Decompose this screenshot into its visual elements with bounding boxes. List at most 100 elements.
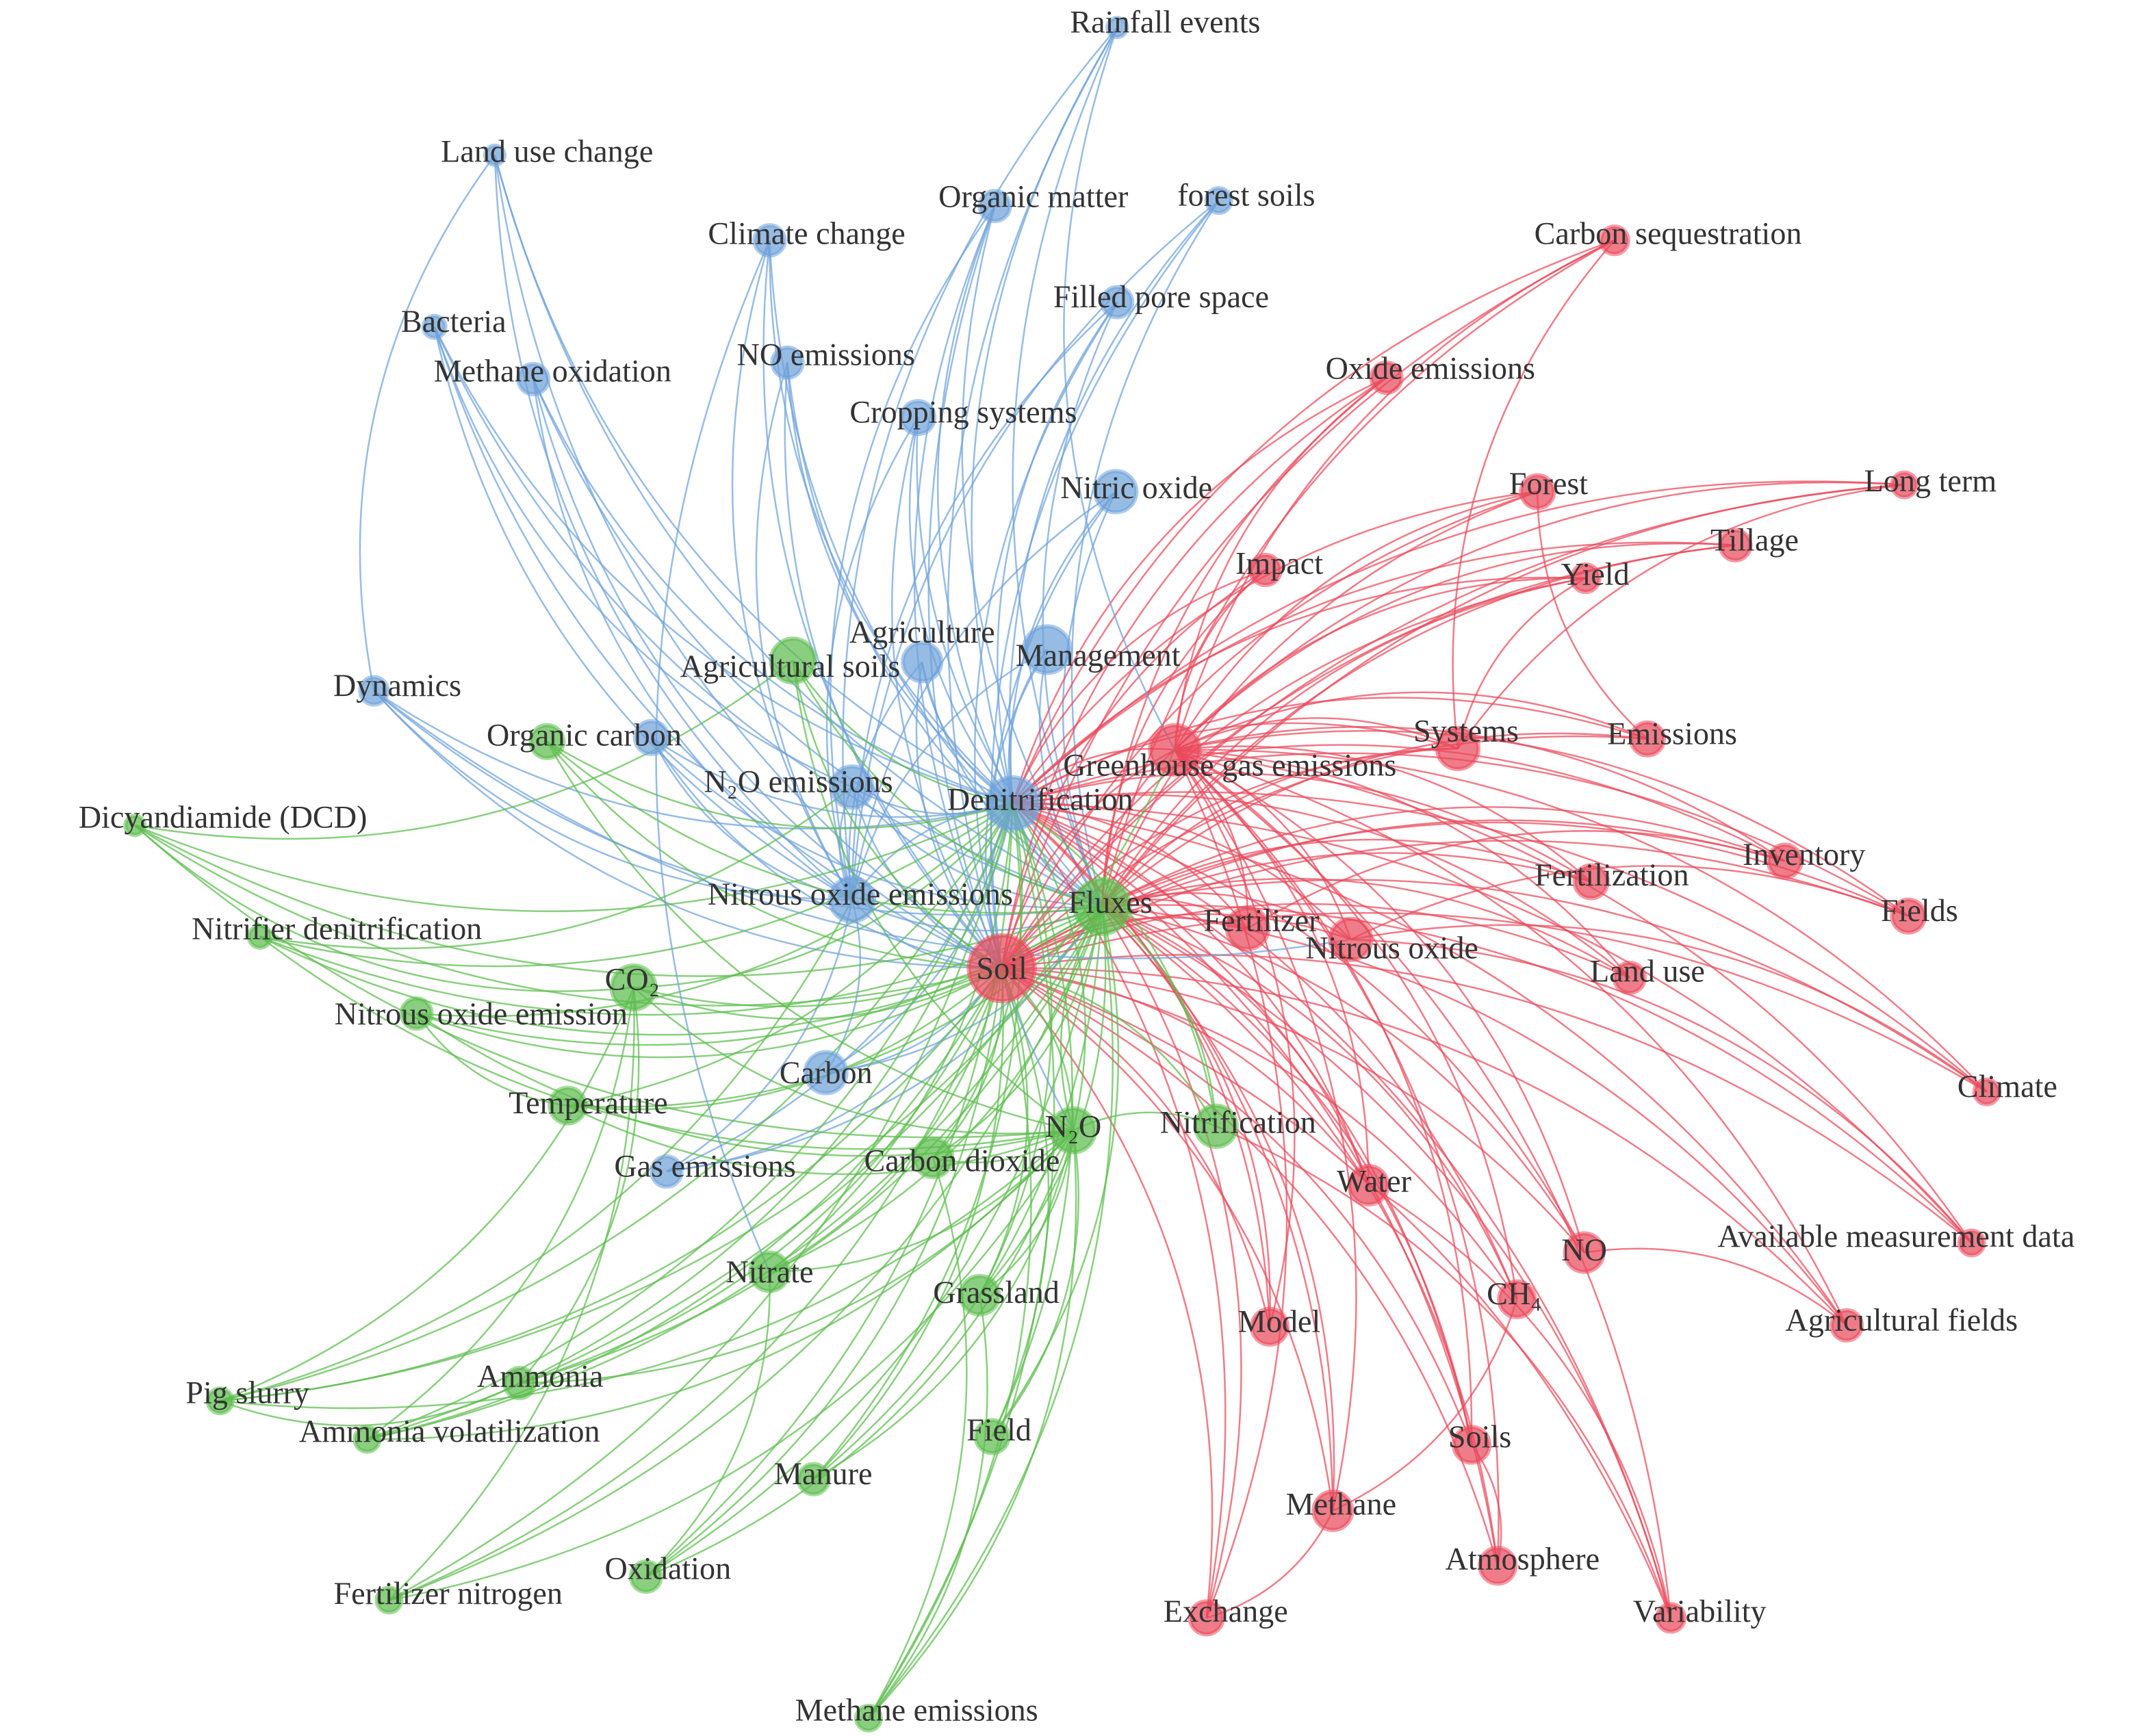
network-edge — [1368, 1184, 1672, 1618]
keyword-node — [528, 723, 566, 760]
keyword-node — [1193, 1103, 1239, 1149]
network-edge — [1174, 749, 1585, 1253]
keyword-label: Available measurement data — [1717, 1219, 2075, 1254]
keyword-label: Model — [1238, 1304, 1321, 1338]
keyword-node — [1829, 1308, 1864, 1343]
network-edge — [825, 899, 862, 1074]
keyword-node — [421, 313, 448, 340]
network-edge — [908, 417, 1014, 804]
network-edge — [867, 968, 1032, 1719]
keyword-label: Climate change — [708, 216, 905, 251]
network-edge — [645, 968, 1003, 1578]
keyword-label: Dicyandiamide (DCD) — [79, 800, 368, 835]
keyword-label: Soils — [1448, 1419, 1511, 1454]
keyword-node — [854, 1703, 883, 1733]
keyword-node — [1478, 1546, 1518, 1586]
keyword-node — [1766, 842, 1804, 880]
network-edge — [666, 899, 854, 1173]
keyword-node — [1188, 1599, 1225, 1637]
network-edge — [867, 1157, 968, 1719]
keyword-node — [1435, 725, 1481, 771]
keyword-node — [748, 1250, 791, 1293]
network-edge — [1174, 239, 1615, 751]
network-edge — [1001, 967, 1271, 1327]
network-edge — [851, 786, 1103, 907]
network-edge — [1174, 691, 1648, 751]
network-edge — [532, 378, 853, 901]
network-edge — [388, 968, 1003, 1601]
network-edge — [1012, 802, 1248, 929]
keyword-node — [1628, 720, 1667, 757]
network-edge — [769, 906, 1103, 1273]
keyword-node — [1497, 1279, 1537, 1319]
keyword-node — [1890, 470, 1919, 500]
network-edge — [259, 786, 853, 950]
keyword-node — [1612, 960, 1647, 996]
keyword-node — [483, 143, 507, 167]
keyword-node — [966, 933, 1037, 1004]
network-edge — [1063, 27, 1176, 751]
network-edge — [891, 417, 1003, 969]
keyword-label: Variability — [1633, 1594, 1767, 1629]
network-edge — [366, 803, 1014, 1440]
keyword-node — [1105, 16, 1129, 40]
network-edge — [433, 326, 853, 901]
network-edge — [979, 803, 1053, 1296]
keyword-label: Greenhouse gas emissions — [1063, 747, 1396, 782]
keyword-label: Water — [1337, 1164, 1411, 1199]
network-edge — [1350, 938, 1973, 1244]
keyword-label: Organic matter — [938, 179, 1128, 214]
network-edge — [1001, 968, 1214, 1618]
network-edge — [519, 987, 640, 1384]
network-edge — [916, 417, 1103, 907]
network-edge — [220, 987, 634, 1402]
network-edge — [134, 825, 1002, 1007]
network-edge — [567, 803, 1014, 1106]
network-edge — [220, 899, 853, 1402]
network-edge — [1012, 791, 1988, 1093]
network-edge — [1012, 772, 1592, 883]
network-edge — [1012, 376, 1387, 804]
keyword-label: NO emissions — [737, 337, 915, 372]
network-edge — [1175, 749, 1630, 979]
network-edge — [1012, 803, 1499, 1566]
keyword-label: Denitrification — [947, 782, 1133, 817]
network-edge — [1216, 1125, 1672, 1618]
network-edge — [1175, 749, 1848, 1326]
keyword-node — [632, 718, 670, 756]
keyword-label: Management — [1016, 638, 1181, 673]
network-edge — [519, 968, 1003, 1384]
keyword-label: Forest — [1509, 466, 1589, 501]
keyword-label: Fluxes — [1068, 885, 1153, 920]
network-edge — [1101, 905, 1585, 1254]
keyword-label: Nitrification — [1160, 1104, 1316, 1139]
network-edge — [373, 690, 1002, 970]
keyword-label: Carbon sequestration — [1535, 216, 1802, 251]
keyword-node — [1572, 863, 1610, 901]
keyword-node — [246, 923, 273, 950]
keyword-label: Systems — [1413, 713, 1519, 748]
network-edge — [373, 690, 1013, 830]
network-edge — [731, 239, 853, 901]
network-edge — [519, 906, 1103, 1384]
network-edge — [666, 803, 1014, 1173]
keyword-label: Oxide emissions — [1326, 350, 1535, 385]
network-edge — [1174, 569, 1266, 750]
keyword-label: Land use — [1590, 954, 1705, 989]
network-edge — [220, 803, 1014, 1402]
network-edge — [769, 803, 1014, 1273]
network-edge — [1012, 802, 1848, 1326]
keyword-label: Carbon dioxide — [864, 1143, 1060, 1178]
network-edge — [851, 649, 1048, 900]
network-edge — [812, 906, 1103, 1480]
keyword-node — [984, 775, 1041, 832]
network-edge — [1012, 802, 1585, 1254]
network-edge — [1175, 749, 1973, 1244]
network-edge — [259, 803, 1014, 968]
network-edge — [1537, 491, 1648, 740]
network-edge — [1012, 744, 1786, 862]
keyword-label: Pig slurry — [185, 1375, 309, 1410]
network-edge — [546, 741, 1074, 1132]
keyword-node — [609, 963, 658, 1012]
network-edge — [567, 1104, 1074, 1176]
